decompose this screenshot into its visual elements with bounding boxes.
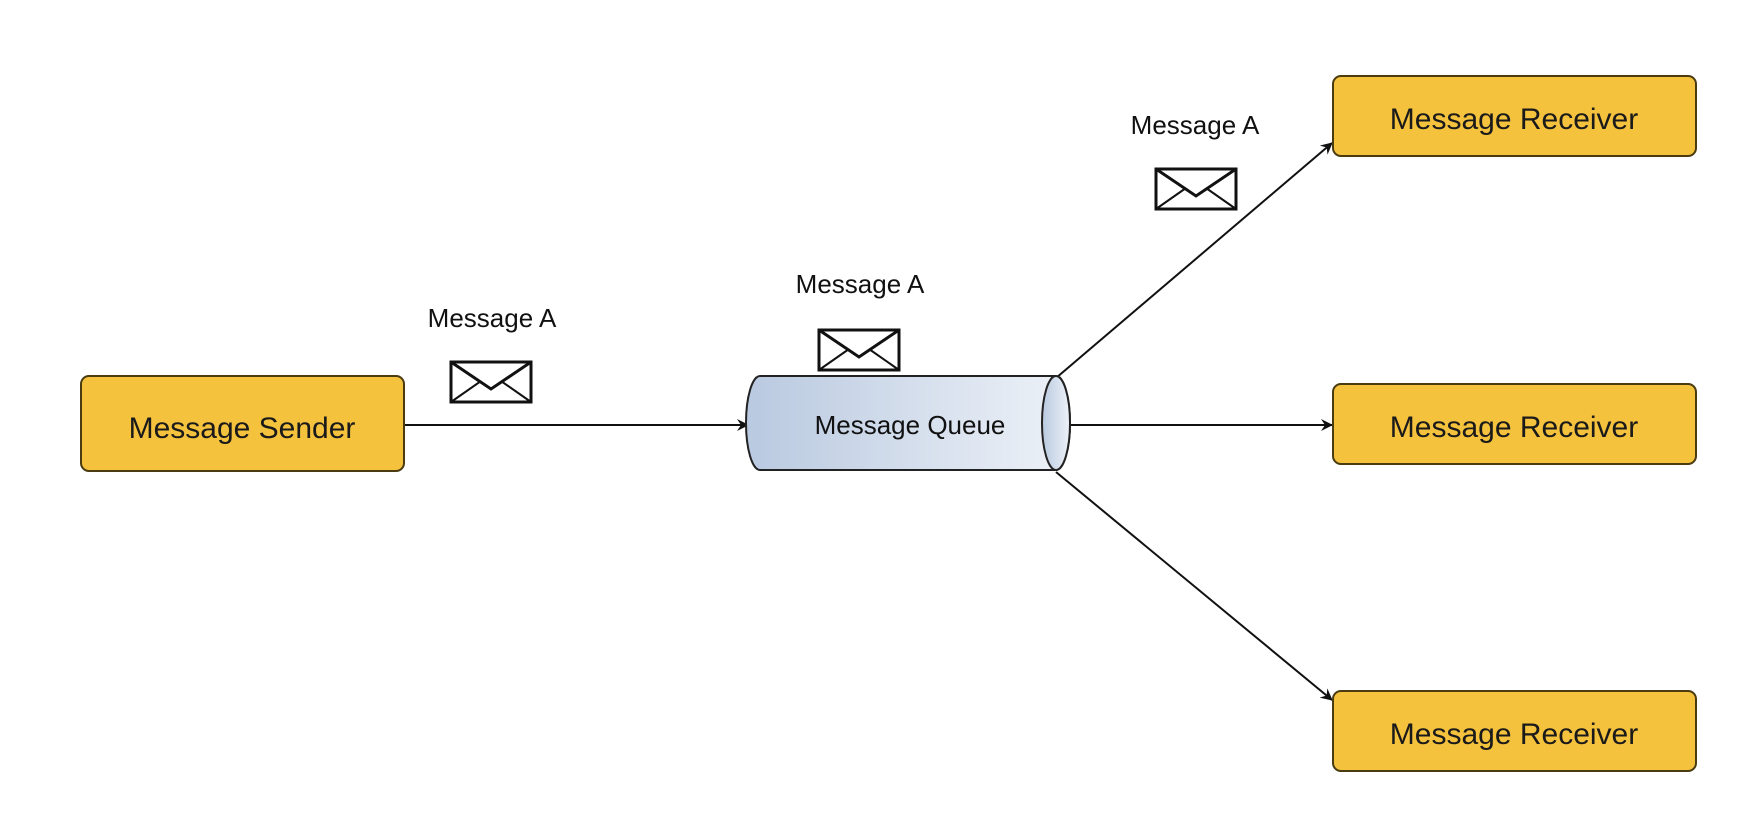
queue-node: Message Queue [745, 375, 1071, 471]
message-marker: Message A [428, 303, 557, 404]
queue-end-cap [1041, 375, 1071, 471]
queue-label: Message Queue [815, 410, 1006, 440]
arrow-queue-to-receiver-bottom [1055, 471, 1333, 701]
receiver-node: Message Receiver [1332, 690, 1697, 772]
envelope-icon [817, 328, 901, 372]
receiver-node: Message Receiver [1332, 383, 1697, 465]
receiver-label: Message Receiver [1390, 411, 1638, 444]
arrow-queue-to-receiver-top [1055, 142, 1333, 379]
sender-node: Message Sender [80, 375, 405, 472]
message-label: Message A [1131, 110, 1260, 140]
message-label: Message A [796, 269, 925, 299]
receiver-box [1332, 75, 1697, 157]
receiver-node: Message Receiver [1332, 75, 1697, 157]
sender-label: Message Sender [129, 412, 356, 445]
receiver-label: Message Receiver [1390, 103, 1638, 136]
envelope-icon [449, 360, 533, 404]
receiver-label: Message Receiver [1390, 718, 1638, 751]
receiver-box [1332, 383, 1697, 465]
message-marker: Message A [796, 269, 925, 372]
envelope-icon [1154, 167, 1238, 211]
sender-box [80, 375, 405, 472]
message-marker: Message A [1131, 110, 1260, 211]
message-label: Message A [428, 303, 557, 333]
receiver-box [1332, 690, 1697, 772]
connectors [405, 142, 1333, 701]
